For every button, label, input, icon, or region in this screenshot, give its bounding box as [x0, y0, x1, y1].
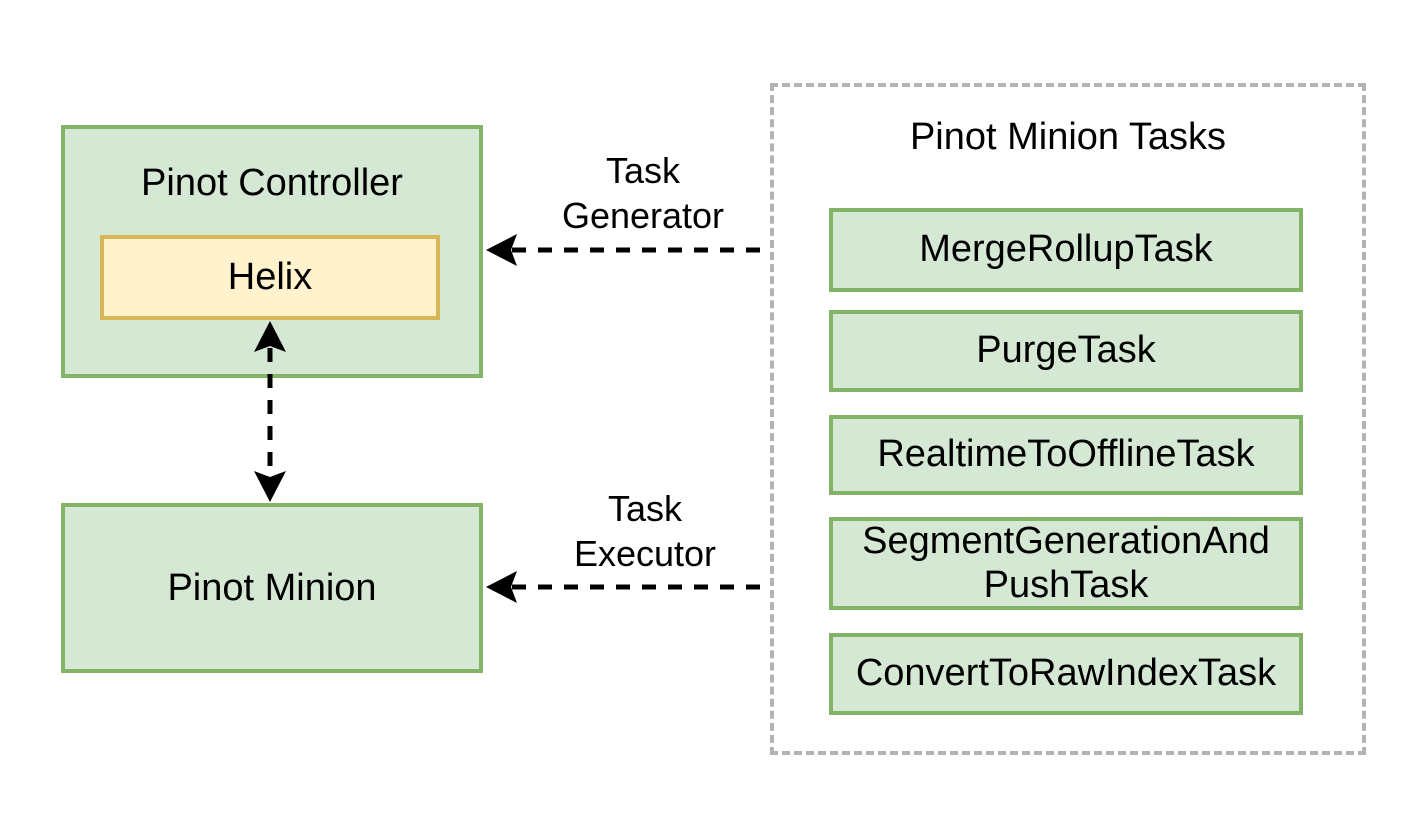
task-executor-arrowhead-left-icon	[486, 571, 517, 603]
task-item-realtime-to-offline: RealtimeToOfflineTask	[829, 415, 1303, 495]
pinot-controller-label: Pinot Controller	[141, 161, 403, 204]
task-executor-edge-label: Task Executor	[573, 488, 717, 574]
task-generator-edge-label: Task Generator	[561, 150, 725, 236]
node-helix: Helix	[100, 235, 440, 320]
tasks-panel-title: Pinot Minion Tasks	[909, 115, 1227, 158]
arrowhead-down-icon	[254, 471, 286, 502]
pinot-minion-label: Pinot Minion	[167, 566, 377, 609]
task-item-merge-rollup: MergeRollupTask	[829, 208, 1303, 292]
task-generator-arrow	[486, 234, 770, 266]
helix-label: Helix	[227, 256, 313, 298]
task-generator-arrowhead-left-icon	[486, 234, 517, 266]
task-item-convert-to-raw-index: ConvertToRawIndexTask	[829, 633, 1303, 715]
task-item-segment-generation-and-push: SegmentGenerationAnd PushTask	[829, 517, 1303, 610]
node-pinot-minion: Pinot Minion	[61, 503, 483, 673]
task-item-purge: PurgeTask	[829, 310, 1303, 392]
tasks-panel: Pinot Minion Tasks MergeRollupTask Purge…	[770, 83, 1366, 755]
